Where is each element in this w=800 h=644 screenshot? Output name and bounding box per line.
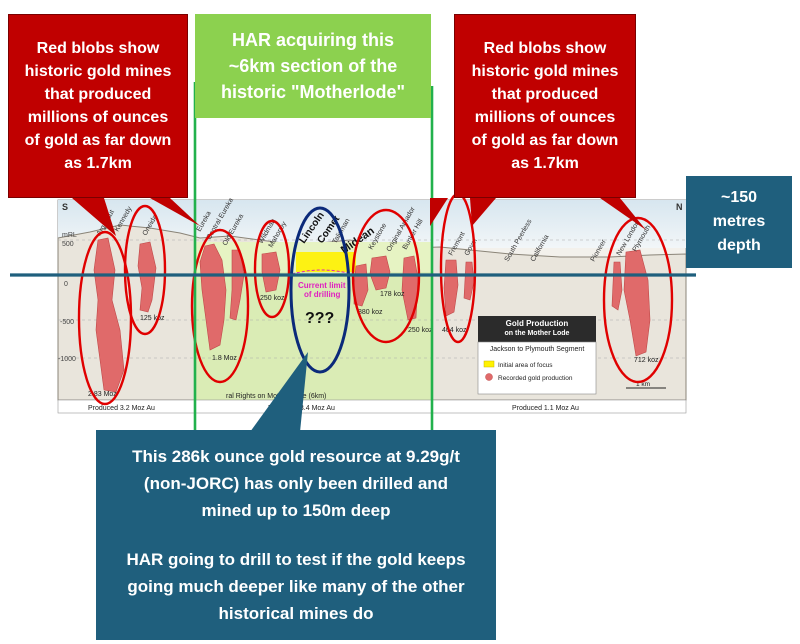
right-red-line-5: of gold as far down xyxy=(471,132,619,149)
prod-label-eureka: 1.8 Moz xyxy=(212,355,237,362)
produced-label-2: Produced 1.1 Moz Au xyxy=(512,405,579,412)
prod-label-wildman: 250 koz xyxy=(260,295,285,302)
oval-lincoln-comet xyxy=(289,206,351,374)
rl-label-m500: -500 xyxy=(60,319,74,326)
right-red-callout: Red blobs show historic gold mines that … xyxy=(454,14,636,198)
compass-south: S xyxy=(62,202,68,212)
right-red-line-3: that produced xyxy=(491,86,599,103)
prod-label-fremont: 404 koz xyxy=(442,327,467,334)
bottom-line-1: This 286k ounce gold resource at 9.29g/t xyxy=(132,447,460,466)
compass-north: N xyxy=(676,202,683,212)
orebody-wildman xyxy=(261,251,281,293)
green-line-2: ~6km section of the xyxy=(228,56,398,76)
right-callout-pointer-3 xyxy=(600,198,646,230)
drilling-note-line1: Current limit xyxy=(298,281,346,290)
legend-swatch-gold xyxy=(485,373,493,381)
scale-label: 1 km xyxy=(636,381,650,388)
depth-line-2: metres xyxy=(712,213,766,230)
right-red-line-2: historic gold mines xyxy=(471,63,619,80)
prod-label-argonaut: 2.83 Moz xyxy=(88,391,117,398)
bottom-line-spacer xyxy=(126,524,465,546)
legend-title-1: Gold Production xyxy=(506,319,569,328)
bottom-line-2: (non-JORC) has only been drilled and xyxy=(143,474,449,493)
legend-body xyxy=(477,341,597,395)
legend-item-gold: Recorded gold production xyxy=(498,375,573,382)
left-callout-pointer-2 xyxy=(150,198,200,226)
production-labels: 2.83 Moz 125 koz 1.8 Moz 250 koz 178 koz… xyxy=(88,291,659,398)
depth-callout: ~150 metres depth xyxy=(686,176,792,268)
legend-swatch-focus xyxy=(483,360,495,368)
bottom-line-7: historical mines do xyxy=(218,604,374,623)
prod-label-amador: 880 koz xyxy=(358,309,383,316)
left-red-line-6: as 1.7km xyxy=(64,155,132,172)
right-red-line-6: as 1.7km xyxy=(511,155,579,172)
initial-focus-area xyxy=(296,252,356,272)
rl-label-0: 0 xyxy=(64,281,68,288)
prod-label-keystone: 178 koz xyxy=(380,291,405,298)
prod-label-plymouth: 712 koz xyxy=(634,357,659,364)
legend-subtitle: Jackson to Plymouth Segment xyxy=(490,346,585,353)
oval-eureka xyxy=(190,228,250,384)
legend-title-2: on the Mother Lode xyxy=(505,330,570,337)
right-callout-pointer xyxy=(430,198,448,226)
rl-label-mrl: mRL xyxy=(62,232,77,239)
produced-label-0: Produced 3.2 Moz Au xyxy=(88,405,155,412)
orebody-eureka xyxy=(199,243,227,351)
orebody-gover xyxy=(463,261,475,301)
bottom-callout: This 286k ounce gold resource at 9.29g/t… xyxy=(96,430,496,640)
legend-item-focus: Initial area of focus xyxy=(498,362,553,369)
orebody-oneida xyxy=(137,241,157,313)
green-line-1: HAR acquiring this xyxy=(231,30,394,50)
rl-label-m1000: -1000 xyxy=(58,356,76,363)
left-red-line-3: that produced xyxy=(44,86,152,103)
left-red-line-1: Red blobs show xyxy=(36,40,160,57)
left-red-line-2: historic gold mines xyxy=(24,63,172,80)
legend-header xyxy=(478,316,596,342)
left-red-line-4: millions of ounces xyxy=(27,109,169,126)
oval-oneida xyxy=(123,204,167,336)
drilling-note-line2: of drilling xyxy=(304,290,341,299)
bottom-line-3: mined up to 150m deep xyxy=(201,501,391,520)
left-red-line-5: of gold as far down xyxy=(24,132,172,149)
oval-plymouth xyxy=(602,216,674,384)
legend: Gold Production on the Mother Lode Jacks… xyxy=(477,316,666,395)
depth-line-1: ~150 xyxy=(720,189,758,206)
rl-label-500: 500 xyxy=(62,241,74,248)
prod-label-oneida: 125 koz xyxy=(140,315,165,322)
question-marks: ??? xyxy=(305,310,334,327)
depth-line-3: depth xyxy=(717,237,761,254)
bottom-line-5: HAR going to drill to test if the gold k… xyxy=(126,550,466,569)
oval-wildman xyxy=(253,219,291,319)
info-bar xyxy=(57,399,687,414)
green-line-3: historic "Motherlode" xyxy=(220,82,406,102)
left-callout-pointer xyxy=(72,198,116,236)
orebody-bunker xyxy=(401,255,419,321)
bottom-callout-pointer xyxy=(250,352,308,432)
green-top-callout: HAR acquiring this ~6km section of the h… xyxy=(195,14,431,118)
right-red-line-1: Red blobs show xyxy=(483,40,607,57)
prod-label-bunker: 250 koz xyxy=(408,327,433,334)
left-red-callout: Red blobs show historic gold mines that … xyxy=(8,14,188,198)
right-callout-pointer-2 xyxy=(470,198,496,226)
bottom-line-6: going much deeper like many of the other xyxy=(127,577,465,596)
right-red-line-4: millions of ounces xyxy=(474,109,616,126)
